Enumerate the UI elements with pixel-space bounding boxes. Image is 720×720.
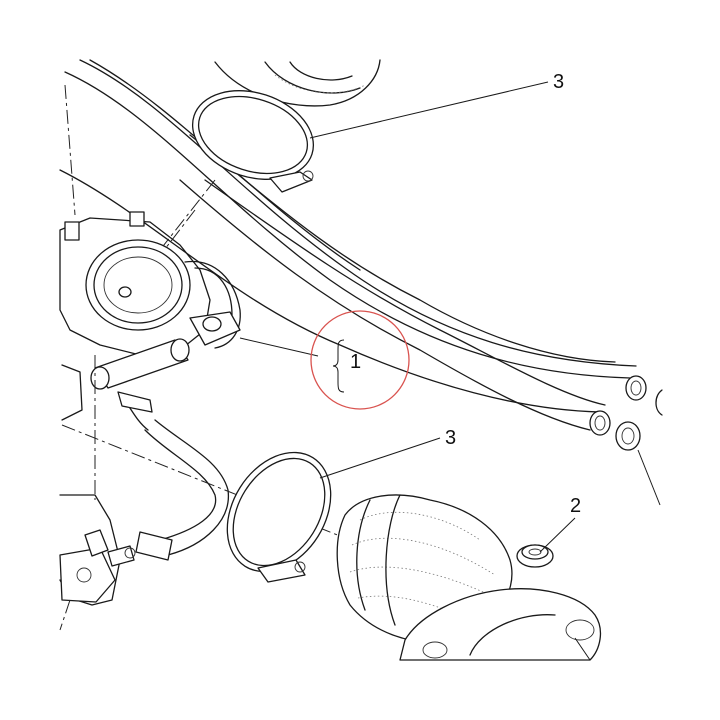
top-boot	[214, 59, 381, 107]
throttle-body	[59, 84, 241, 500]
highlight-circle	[310, 310, 410, 410]
brace-icon	[332, 339, 345, 393]
leader-flange	[574, 637, 591, 661]
callout-item-1: 1	[350, 351, 361, 373]
leader-item-2	[539, 517, 576, 553]
leader-item-3-middle	[319, 437, 441, 479]
callout-item-3-top: 3	[553, 71, 564, 93]
grommet	[516, 544, 554, 568]
leader-item-3-top	[309, 81, 549, 139]
callout-item-3-middle: 3	[445, 427, 456, 449]
leader-item-1	[239, 337, 319, 357]
small-clip	[615, 389, 663, 506]
vacuum-hose	[135, 419, 229, 561]
sensor-housing	[59, 494, 136, 631]
middle-hose-clamp	[226, 451, 332, 583]
top-hose-clamp	[144, 90, 315, 276]
exhaust-flange	[399, 588, 602, 661]
callout-item-2: 2	[570, 495, 581, 517]
